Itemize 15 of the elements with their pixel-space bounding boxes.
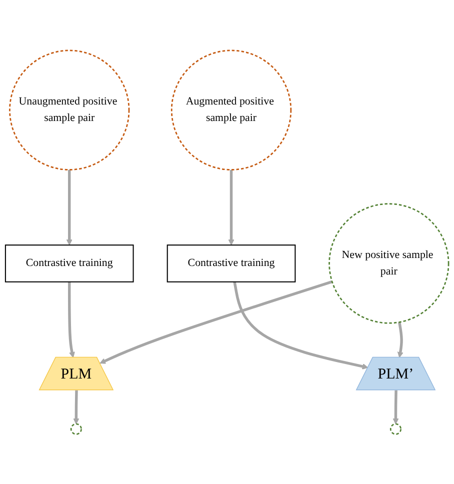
arrow xyxy=(73,390,80,424)
arrow xyxy=(68,282,75,358)
node-circle xyxy=(390,422,402,435)
arrow xyxy=(228,169,234,245)
arrow xyxy=(100,280,333,364)
node-box: Contrastive training xyxy=(4,244,134,282)
arrow xyxy=(392,390,399,424)
node-circle xyxy=(70,422,82,435)
arrow xyxy=(233,281,368,370)
node-circle: Unaugmented positive sample pair xyxy=(9,49,130,170)
arrow xyxy=(397,322,404,358)
node-circle: Augmented positive sample pair xyxy=(170,49,292,170)
node-box: Contrastive training xyxy=(166,244,296,282)
arrow xyxy=(66,169,72,245)
node-circle: New positive sample pair xyxy=(328,202,450,324)
